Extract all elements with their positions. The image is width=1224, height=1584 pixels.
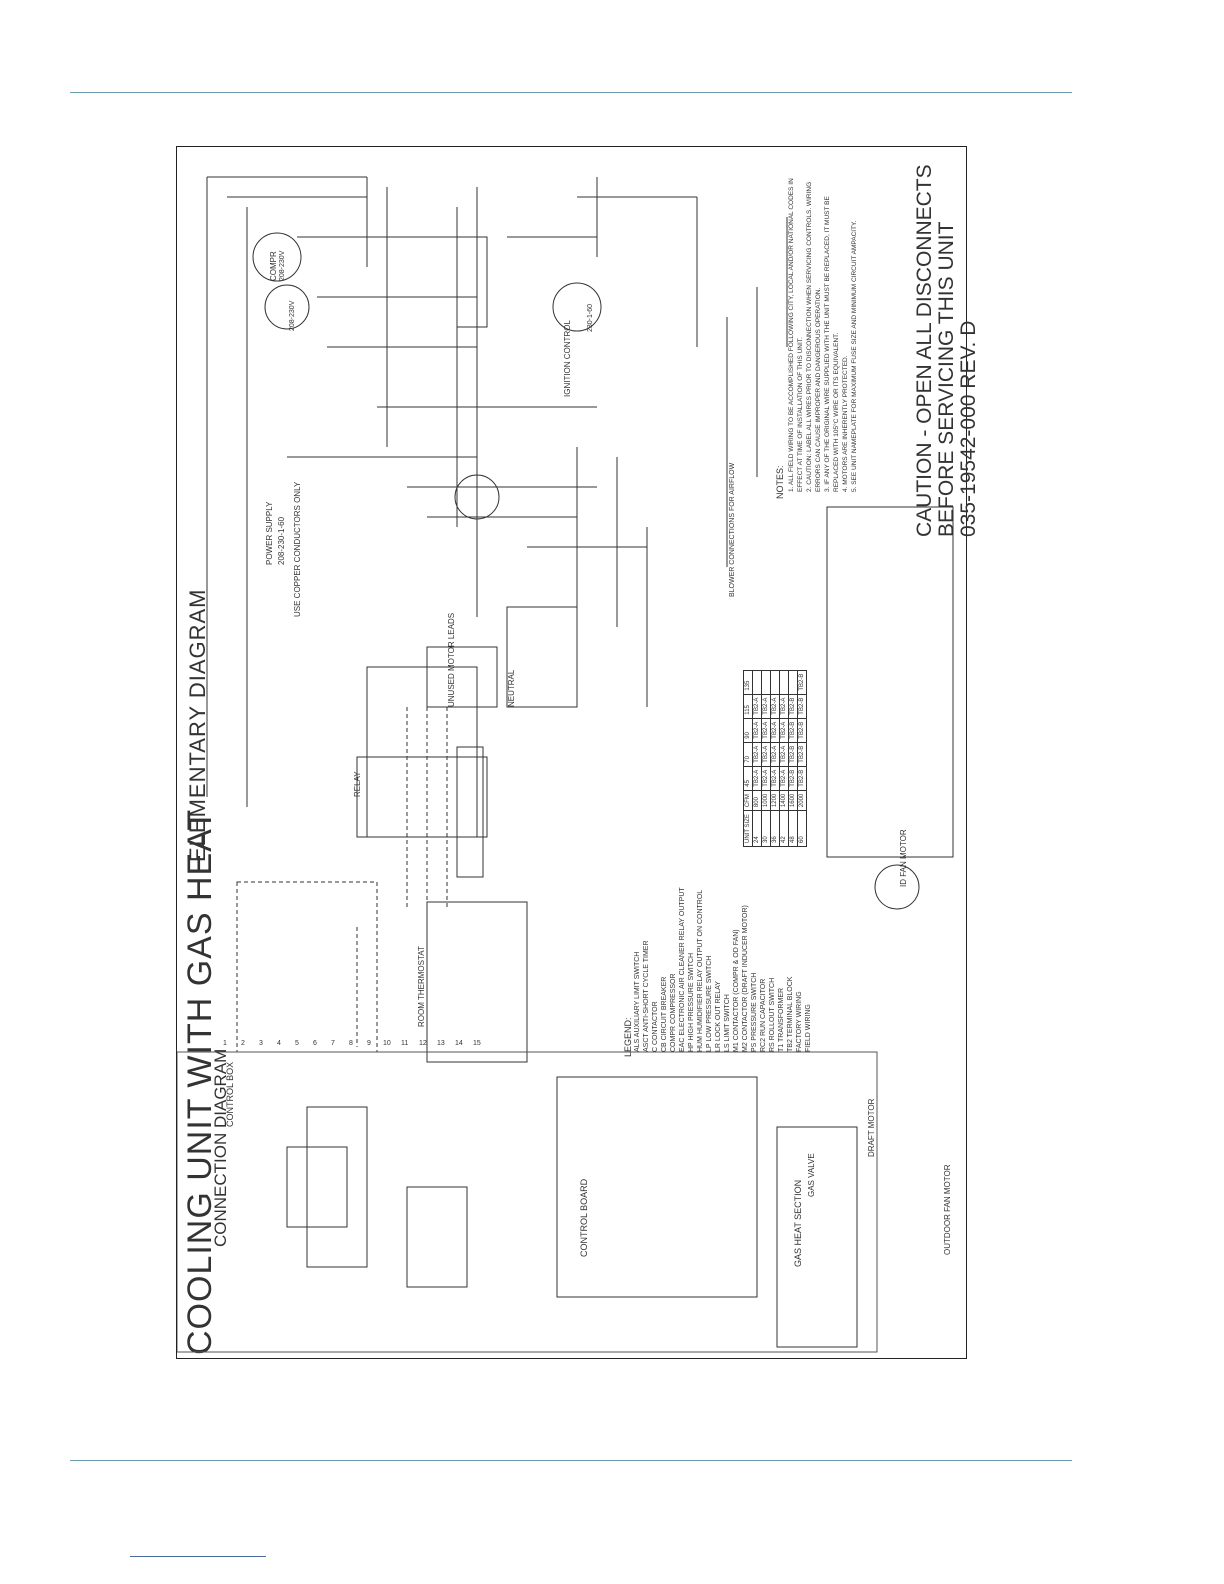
table-cell: TB2-B [797, 766, 807, 791]
svg-text:3: 3 [259, 1040, 263, 1047]
table-cell: TB2-B [797, 670, 807, 695]
table-cell: TB2-A [761, 766, 771, 791]
table-cell [770, 670, 780, 695]
table-cell: TB2-A [752, 742, 762, 767]
svg-text:7: 7 [331, 1040, 335, 1047]
footer-rule [70, 1460, 1072, 1461]
table-cell: 1600 [788, 790, 798, 811]
table-cell: 48 [788, 810, 798, 847]
svg-text:9: 9 [367, 1040, 371, 1047]
table-cell: TB2-B [797, 694, 807, 719]
table-cell: 2000 [797, 790, 807, 811]
table-cell: 800 [752, 790, 762, 811]
svg-text:5: 5 [295, 1040, 299, 1047]
svg-text:6: 6 [313, 1040, 317, 1047]
table-cell: TB2-A [752, 766, 762, 791]
svg-text:8: 8 [349, 1040, 353, 1047]
table-header-cell: 115 [743, 694, 753, 719]
table-header-cell: CFM [743, 790, 753, 811]
table-row: 24 800 TB2-A TB2-A TB2-A TB2-A [752, 670, 762, 847]
table-row: 36 1200 TB2-A TB2-A TB2-A TB2-A [770, 670, 780, 847]
table-cell: 1200 [770, 790, 780, 811]
table-row: 42 1400 TB2-A TB2-A TB2-A TB2-A [779, 670, 789, 847]
svg-text:4: 4 [277, 1040, 281, 1047]
table-cell [779, 670, 789, 695]
table-cell: 1400 [779, 790, 789, 811]
table-cell: TB2-A [752, 718, 762, 743]
table-cell: TB2-A [770, 694, 780, 719]
footer-link-underline[interactable] [130, 1556, 266, 1557]
table-cell: TB2-B [788, 718, 798, 743]
table-cell: 24 [752, 810, 762, 847]
svg-text:12: 12 [419, 1040, 427, 1047]
table-cell: TB2-A [770, 742, 780, 767]
table-cell: TB2-A [770, 766, 780, 791]
table-cell [761, 670, 771, 695]
header-rule [70, 92, 1072, 93]
table-cell: TB2-B [788, 742, 798, 767]
table-cell: 1000 [761, 790, 771, 811]
table-cell: TB2-A [761, 694, 771, 719]
wiring-diagram-sheet: COOLING UNIT WITH GAS HEAT CONNECTION DI… [176, 146, 980, 1359]
table-row: 48 1600 TB2-B TB2-B TB2-B TB2-B [788, 670, 798, 847]
table-cell [788, 670, 798, 695]
compressor-rating: 208-230V [279, 250, 286, 281]
table-header-cell: 90 [743, 718, 753, 743]
table-header-cell: 135 [743, 670, 753, 695]
table-cell: TB2-A [752, 694, 762, 719]
table-row: 60 2000 TB2-B TB2-B TB2-B TB2-B TB2-B [797, 670, 807, 847]
table-cell: TB2-A [761, 742, 771, 767]
svg-text:11: 11 [401, 1040, 408, 1047]
table-header-cell: 70 [743, 742, 753, 767]
table-cell [752, 670, 762, 695]
table-cell: 36 [770, 810, 780, 847]
table-cell: TB2-B [788, 766, 798, 791]
table-header-cell: UNIT SIZE [743, 810, 753, 847]
id-fan-rating: 230-1-60 [587, 303, 594, 332]
table-row: 30 1000 TB2-A TB2-A TB2-A TB2-A [761, 670, 771, 847]
table-cell: TB2-B [788, 694, 798, 719]
svg-text:15: 15 [473, 1040, 481, 1047]
table-cell: TB2-A [761, 718, 771, 743]
table-cell: TB2-A [770, 718, 780, 743]
table-header-cell: 45 [743, 766, 753, 791]
table-cell: 42 [779, 810, 789, 847]
blower-table: UNIT SIZE CFM 45 70 90 115 135 24 800 TB… [743, 670, 807, 847]
svg-text:14: 14 [455, 1040, 463, 1047]
svg-text:2: 2 [241, 1040, 245, 1047]
table-cell: TB2-A [779, 694, 789, 719]
svg-text:10: 10 [383, 1040, 391, 1047]
table-cell: TB2-A [779, 718, 789, 743]
svg-text:1: 1 [223, 1040, 227, 1047]
table-cell: TB2-B [797, 718, 807, 743]
table-cell: TB2-A [779, 742, 789, 767]
table-cell: TB2-A [779, 766, 789, 791]
table-cell: TB2-B [797, 742, 807, 767]
table-row: UNIT SIZE CFM 45 70 90 115 135 [743, 670, 753, 847]
od-fan-rating: 208-230V [289, 300, 296, 331]
svg-text:13: 13 [437, 1040, 445, 1047]
table-cell: 30 [761, 810, 771, 847]
table-cell: 60 [797, 810, 807, 847]
